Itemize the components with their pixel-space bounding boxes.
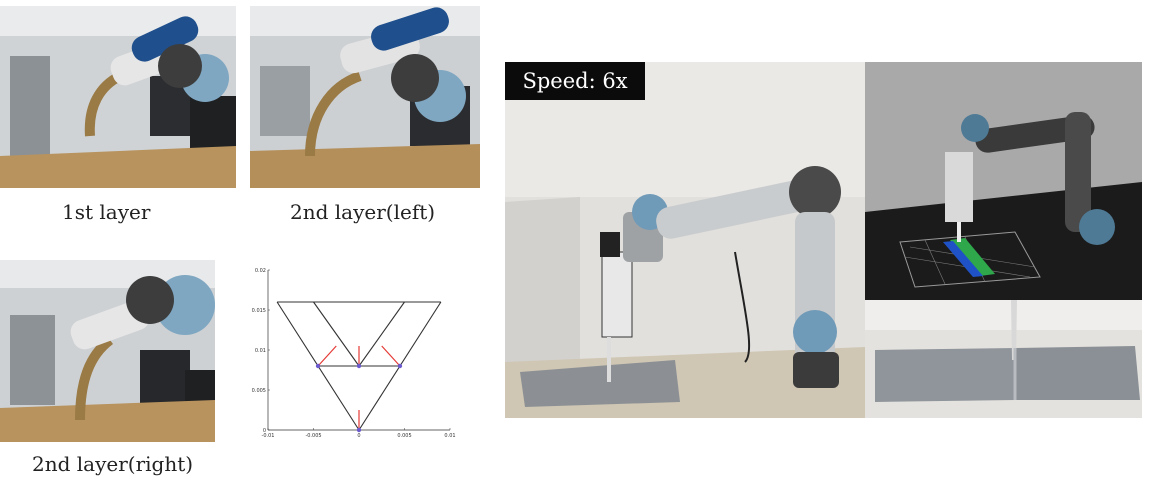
plot-points <box>315 363 403 433</box>
photo-robot-setup <box>505 62 865 418</box>
plot-point <box>356 427 362 433</box>
caption-first-layer: 1st layer <box>62 200 151 224</box>
plot-path-segment <box>313 301 360 367</box>
photo-second-layer-right <box>0 260 215 442</box>
caption-second-layer-left: 2nd layer(left) <box>290 200 436 224</box>
plot-point <box>315 363 321 369</box>
plot-point <box>356 363 362 369</box>
plot-path-segment <box>358 301 405 367</box>
x-tick-label: 0.01 <box>444 433 455 439</box>
photo-welded-plates <box>865 300 1142 418</box>
layer-path-plot: -0.01 -0.005 0 0.005 0.01 0 0.005 0.01 0.015 0.02 <box>252 268 456 439</box>
photo-second-layer-left <box>250 6 480 188</box>
y-tick-label: 0.005 <box>252 388 266 394</box>
plot-point <box>397 363 403 369</box>
plot-arrow <box>381 345 401 367</box>
photo-first-layer <box>0 6 236 188</box>
plot-ticks: -0.01 -0.005 0 0.005 0.01 0 0.005 0.01 0.015 0.02 <box>252 268 456 439</box>
photo-simulation-render <box>865 62 1142 300</box>
x-tick-label: -0.01 <box>262 433 275 439</box>
y-tick-label: 0.015 <box>252 308 266 314</box>
y-tick-label: 0.02 <box>255 268 266 274</box>
y-tick-label: 0.01 <box>255 348 266 354</box>
x-tick-label: 0.005 <box>397 433 411 439</box>
plot-arrows <box>317 345 401 430</box>
caption-second-layer-right: 2nd layer(right) <box>32 452 194 476</box>
y-tick-label: 0 <box>263 428 266 434</box>
speed-badge: Speed: 6x <box>505 62 645 100</box>
x-tick-label: 0 <box>357 433 360 439</box>
x-tick-label: -0.005 <box>305 433 321 439</box>
plot-arrow <box>317 345 337 367</box>
